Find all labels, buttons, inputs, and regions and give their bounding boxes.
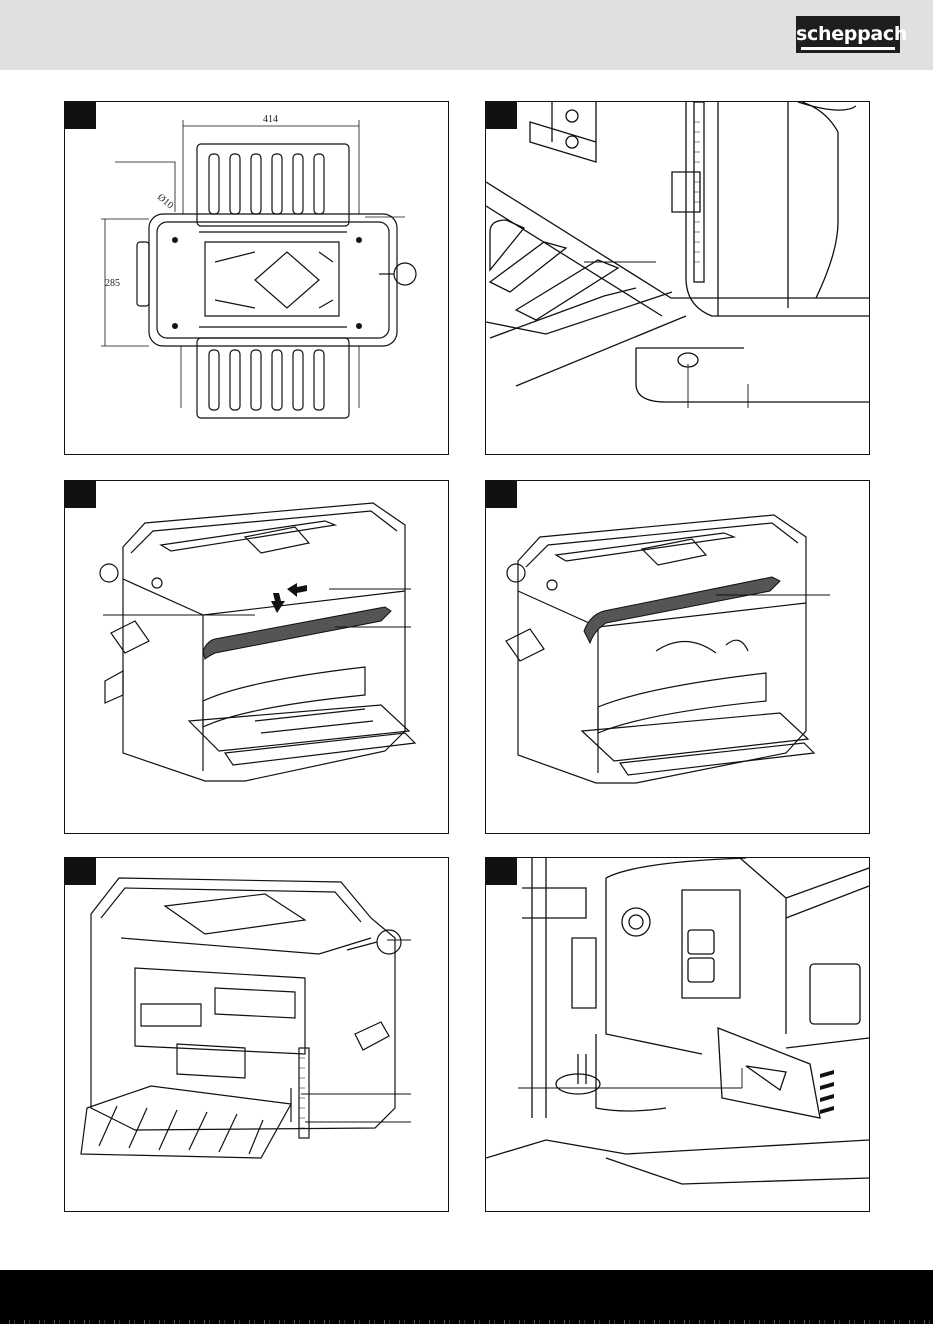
figure-panel-2 xyxy=(485,101,870,455)
base-closeup-drawing xyxy=(486,102,869,454)
figure-panel-6 xyxy=(485,857,870,1212)
switch-scale-closeup-drawing xyxy=(486,858,869,1211)
figure-panel-3 xyxy=(64,480,449,834)
figure-panel-1: 414 285 Ø10 xyxy=(64,101,449,455)
hole-diameter-label: Ø10 xyxy=(155,192,175,212)
planer-rear-view-drawing xyxy=(65,858,448,1211)
dimension-height-label: 285 xyxy=(105,278,120,289)
planer-front-view-drawing xyxy=(65,481,448,833)
figure-panel-4 xyxy=(485,480,870,834)
page-header: scheppach xyxy=(0,0,933,70)
figure-panel-5 xyxy=(64,857,449,1212)
planer-top-view-drawing: 414 285 Ø10 xyxy=(65,102,448,454)
brand-logo: scheppach xyxy=(796,16,900,53)
page-footer xyxy=(0,1270,933,1324)
footer-pattern xyxy=(0,1320,933,1324)
dimension-width-label: 414 xyxy=(263,114,278,125)
planer-front-view-raised-handle-drawing xyxy=(486,481,869,833)
